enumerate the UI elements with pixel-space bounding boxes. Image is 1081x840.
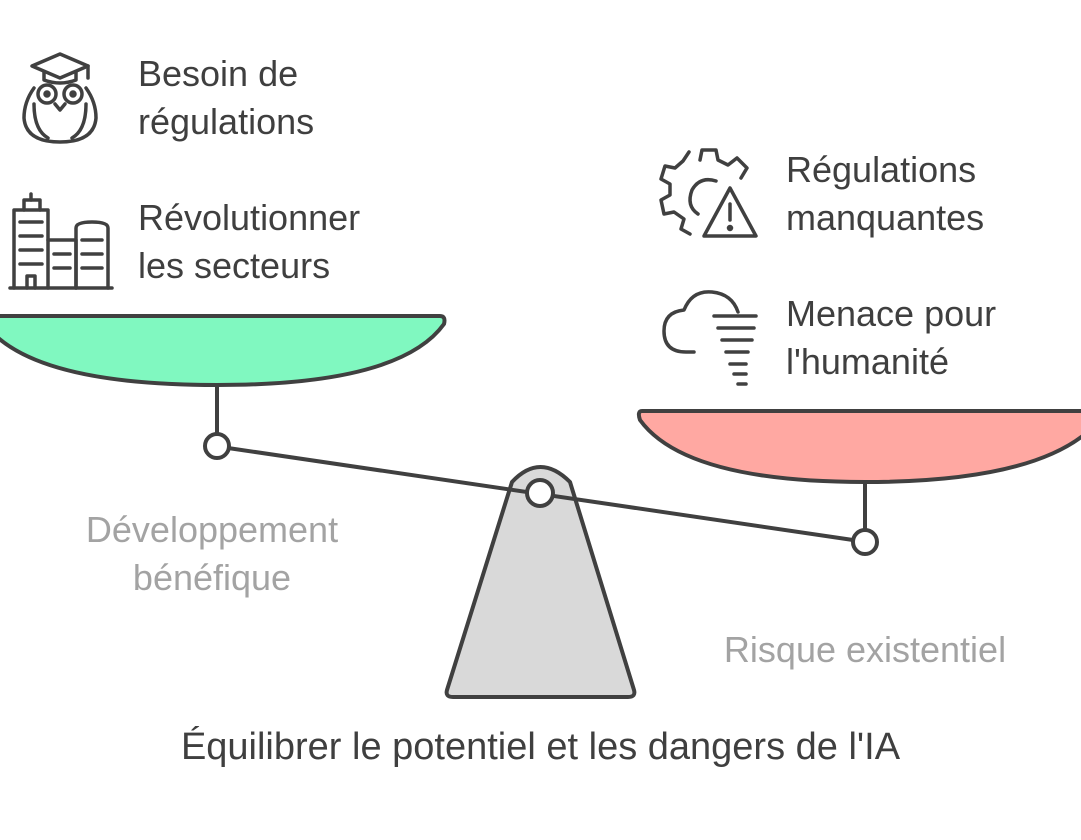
beam-left-joint (203, 432, 231, 460)
fulcrum (444, 465, 637, 699)
owl-graduate-icon (22, 52, 98, 144)
left-side-label: Développement bénéfique (52, 506, 372, 602)
gear-warning-icon (659, 148, 758, 238)
item-line: régulations (138, 101, 315, 142)
left-side-label-line: bénéfique (132, 557, 292, 598)
left-pan (0, 314, 447, 387)
cloud-tornado-icon (662, 290, 758, 386)
city-buildings-icon (8, 192, 114, 290)
item-menace-pour-l-humanite: Menace pour l'humanité (786, 290, 996, 386)
fulcrum-pivot (525, 478, 555, 508)
item-line: Besoin de (138, 53, 299, 94)
item-line: manquantes (786, 197, 985, 238)
diagram-title: Équilibrer le potentiel et les dangers d… (180, 726, 901, 768)
item-line: les secteurs (138, 245, 331, 286)
right-side-label: Risque existentiel (700, 626, 1030, 674)
item-line: Régulations (786, 149, 977, 190)
item-besoin-de-regulations: Besoin de régulations (138, 50, 314, 146)
right-pan (636, 409, 1081, 484)
item-line: l'humanité (786, 341, 949, 382)
right-side-label-text: Risque existentiel (723, 629, 1007, 670)
item-revolutionner-les-secteurs: Révolutionner les secteurs (138, 194, 360, 290)
item-line: Révolutionner (138, 197, 361, 238)
item-regulations-manquantes: Régulations manquantes (786, 146, 984, 242)
item-line: Menace pour (786, 293, 997, 334)
beam-right-joint (851, 528, 879, 556)
left-side-label-line: Développement (85, 509, 339, 550)
